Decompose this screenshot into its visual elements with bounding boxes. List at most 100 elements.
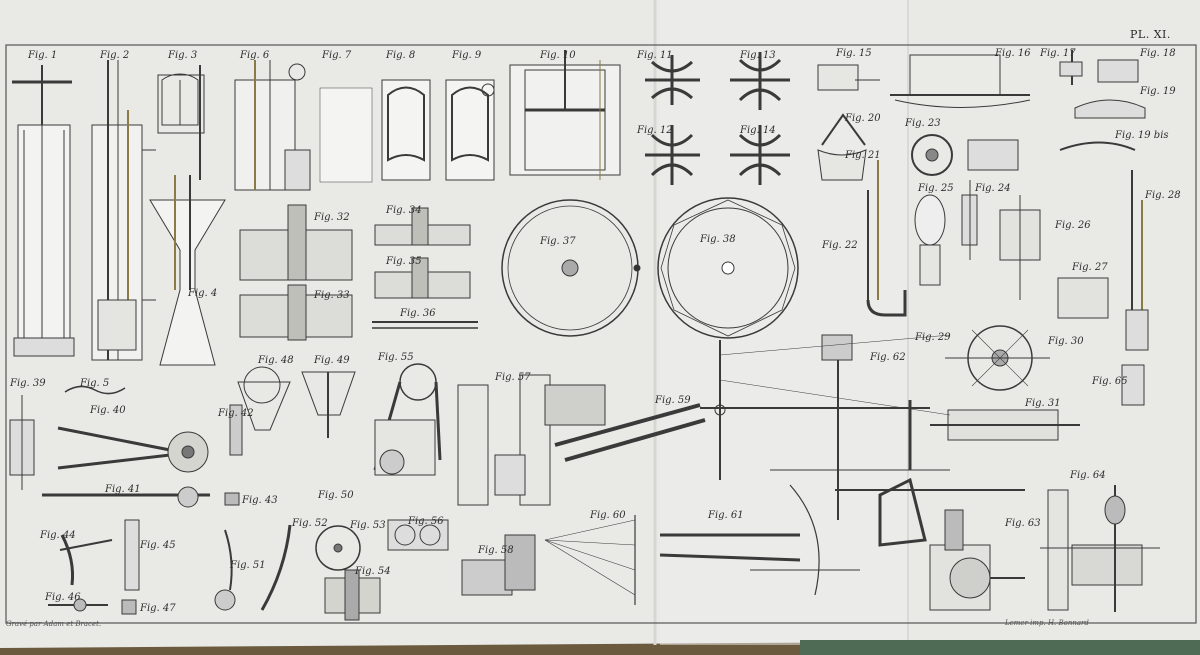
fig-24-25-drawings bbox=[914, 180, 978, 286]
label-fig-34: Fig. 34 bbox=[386, 205, 422, 216]
fig-23-drawing bbox=[911, 134, 953, 176]
label-fig-45: Fig. 45 bbox=[140, 540, 176, 551]
fig-4-drawing bbox=[149, 175, 226, 366]
fig-8-drawing bbox=[381, 79, 431, 181]
label-fig-23: Fig. 23 bbox=[905, 118, 941, 129]
label-fig-8: Fig. 8 bbox=[386, 50, 416, 61]
label-fig-58: Fig. 58 bbox=[478, 545, 514, 556]
label-fig-12: Fig. 12 bbox=[637, 125, 673, 136]
printer-caption: Lemer imp. H. Bonnard bbox=[1005, 619, 1089, 627]
label-fig-29b: Fig. 29 bbox=[915, 332, 951, 343]
label-fig-35: Fig. 35 bbox=[386, 256, 422, 267]
label-fig-64: Fig. 64 bbox=[1070, 470, 1106, 481]
fig-31-drawing bbox=[930, 409, 1080, 441]
label-fig-49: Fig. 49 bbox=[314, 355, 350, 366]
fig-2-drawing bbox=[91, 60, 156, 361]
fig-40-drawing bbox=[57, 426, 209, 473]
fig-1-drawing bbox=[12, 65, 75, 357]
label-fig-30: Fig. 30 bbox=[1048, 336, 1084, 347]
label-fig-7: Fig. 7 bbox=[322, 50, 352, 61]
fig-42-drawing bbox=[229, 404, 243, 456]
label-fig-52: Fig. 52 bbox=[292, 518, 328, 529]
label-fig-51: Fig. 51 bbox=[230, 560, 266, 571]
label-fig-48: Fig. 48 bbox=[258, 355, 294, 366]
label-fig-62: Fig. 62 bbox=[870, 352, 906, 363]
label-fig-18: Fig. 18 bbox=[1140, 48, 1176, 59]
fig-63-drawing bbox=[878, 477, 1025, 611]
label-fig-17: Fig. 17 bbox=[1040, 48, 1076, 59]
fig-17-19-drawings bbox=[1059, 50, 1146, 151]
fig-29-drawing bbox=[945, 325, 1050, 391]
fig-60-drawing bbox=[544, 515, 636, 605]
paper-fold-panel bbox=[660, 0, 910, 645]
label-fig-13: Fig. 13 bbox=[740, 50, 776, 61]
fig-61-drawing bbox=[659, 484, 860, 596]
label-fig-19-bis: Fig. 19 bis bbox=[1115, 130, 1169, 141]
label-fig-56: Fig. 56 bbox=[408, 516, 444, 527]
label-fig-61: Fig. 61 bbox=[708, 510, 744, 521]
label-fig-4: Fig. 4 bbox=[188, 288, 218, 299]
fig-64-drawing bbox=[1040, 485, 1160, 612]
fig-10-drawing bbox=[509, 50, 621, 180]
fig-9-drawing bbox=[445, 79, 495, 181]
fig-22-drawing bbox=[866, 160, 907, 317]
label-fig-50: Fig. 50 bbox=[318, 490, 354, 501]
fig-34-36-drawings bbox=[372, 207, 478, 329]
label-fig-39: Fig. 39 bbox=[10, 378, 46, 389]
label-fig-24: Fig. 24 bbox=[975, 183, 1011, 194]
label-fig-19: Fig. 19 bbox=[1140, 86, 1176, 97]
label-fig-5: Fig. 5 bbox=[80, 378, 110, 389]
label-fig-31: Fig. 31 bbox=[1025, 398, 1061, 409]
engraver-caption: Gravé par Adam et Bracet. bbox=[6, 620, 102, 628]
label-fig-36: Fig. 36 bbox=[400, 308, 436, 319]
label-fig-33: Fig. 33 bbox=[314, 290, 350, 301]
label-fig-14: Fig. 14 bbox=[740, 125, 776, 136]
label-fig-32: Fig. 32 bbox=[314, 212, 350, 223]
label-fig-47: Fig. 47 bbox=[140, 603, 176, 614]
label-fig-44: Fig. 44 bbox=[40, 530, 76, 541]
green-cover-edge bbox=[800, 640, 1200, 655]
label-fig-28: Fig. 28 bbox=[1145, 190, 1181, 201]
fig-28-drawing bbox=[1125, 170, 1149, 351]
label-fig-42: Fig. 42 bbox=[218, 408, 254, 419]
fig-41-drawing bbox=[42, 486, 210, 508]
label-fig-38: Fig. 38 bbox=[700, 234, 736, 245]
label-fig-43: Fig. 43 bbox=[242, 495, 278, 506]
fig-56-drawing bbox=[387, 519, 449, 551]
label-fig-16: Fig. 16 bbox=[995, 48, 1031, 59]
fig-65-drawing bbox=[1121, 364, 1145, 406]
label-fig-9: Fig. 9 bbox=[452, 50, 482, 61]
label-fig-60: Fig. 60 bbox=[590, 510, 626, 521]
fig-11-14-drawings bbox=[645, 52, 790, 185]
label-fig-63: Fig. 63 bbox=[1005, 518, 1041, 529]
label-fig-41: Fig. 41 bbox=[105, 484, 141, 495]
fig-58-drawing bbox=[461, 534, 536, 596]
label-fig-11: Fig. 11 bbox=[637, 50, 673, 61]
fig-39-drawing bbox=[9, 395, 35, 490]
label-fig-40: Fig. 40 bbox=[90, 405, 126, 416]
fig-7-drawing bbox=[319, 87, 373, 183]
label-fig-46: Fig. 46 bbox=[45, 592, 81, 603]
label-fig-26: Fig. 26 bbox=[1055, 220, 1091, 231]
label-fig-3: Fig. 3 bbox=[168, 50, 198, 61]
fig-26-27-drawings bbox=[967, 139, 1109, 319]
label-fig-20: Fig. 20 bbox=[845, 113, 881, 124]
fig-57-drawing bbox=[457, 374, 606, 506]
fig-50-54-drawings bbox=[214, 524, 381, 621]
fig-59-drawing bbox=[554, 334, 951, 520]
fig-6-drawing bbox=[234, 60, 311, 191]
label-fig-1: Fig. 1 bbox=[28, 50, 58, 61]
fig-43-drawing bbox=[224, 492, 240, 506]
label-fig-15: Fig. 15 bbox=[836, 48, 872, 59]
fig-44-47-drawings bbox=[48, 519, 140, 615]
fig-38-drawing bbox=[657, 197, 799, 339]
plate-number: PL. XI. bbox=[1130, 28, 1171, 41]
label-fig-10: Fig. 10 bbox=[540, 50, 576, 61]
fig-5-drawing bbox=[64, 385, 126, 395]
plate-border bbox=[5, 44, 1197, 624]
fig-48-49-drawings bbox=[237, 366, 356, 438]
label-fig-6: Fig. 6 bbox=[240, 50, 270, 61]
label-fig-59: Fig. 59 bbox=[655, 395, 691, 406]
label-fig-54: Fig. 54 bbox=[355, 566, 391, 577]
